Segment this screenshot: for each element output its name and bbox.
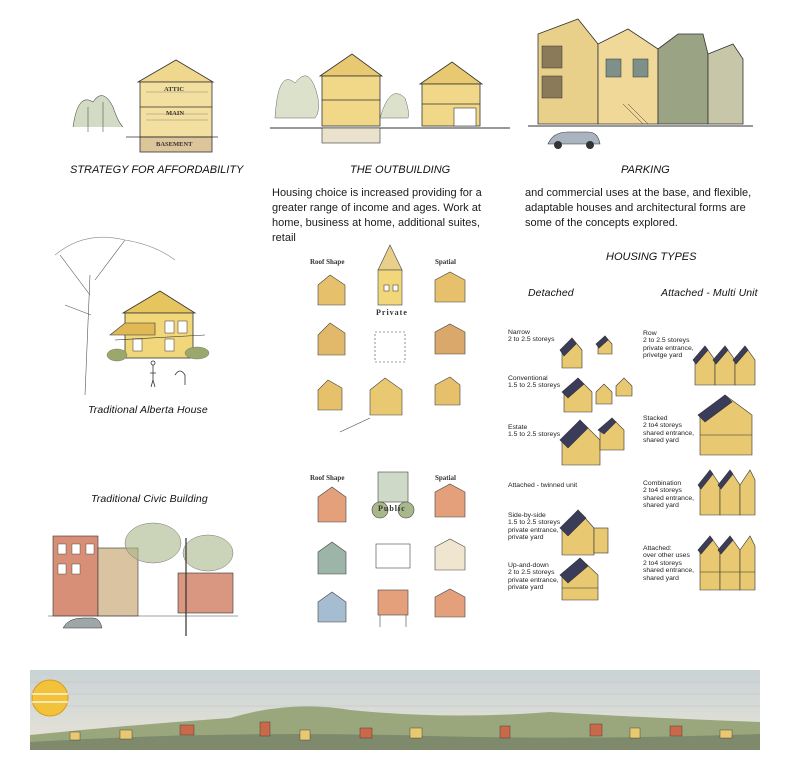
multi-attached: Attached:over other uses 2 to4 storeys s… xyxy=(643,545,695,582)
private-diagram: Roof Shape Spatial Private xyxy=(310,240,485,440)
caption-strategy: STRATEGY FOR AFFORDABILITY xyxy=(70,164,244,176)
public-label: Public xyxy=(378,504,406,513)
outbuilding-sketch xyxy=(270,48,510,158)
caption-outbuilding: THE OUTBUILDING xyxy=(350,164,451,176)
basement-label: BASEMENT xyxy=(156,141,193,148)
caption-alberta-house: Traditional Alberta House xyxy=(88,404,208,416)
alberta-house-sketch xyxy=(54,235,225,396)
twinned-heading: Attached - twinned unit xyxy=(508,482,578,489)
attached-heading: Attached - Multi Unit xyxy=(661,287,758,299)
caption-parking: PARKING xyxy=(621,164,670,176)
parking-sketch xyxy=(528,14,753,154)
housing-types-sketches xyxy=(559,335,756,601)
private-label: Private xyxy=(376,308,408,317)
roof-shape-label-2: Roof Shape xyxy=(310,474,345,482)
detached-heading: Detached xyxy=(528,287,574,299)
main-label: MAIN xyxy=(166,110,185,117)
affordability-sketch: ATTIC MAIN BASEMENT xyxy=(68,52,218,157)
housing-types-title: HOUSING TYPES xyxy=(606,251,697,263)
civic-building-sketch xyxy=(48,518,238,636)
spatial-label-1: Spatial xyxy=(435,258,457,266)
roof-shape-label-1: Roof Shape xyxy=(310,258,345,266)
attic-label: ATTIC xyxy=(164,86,185,93)
panorama-strip xyxy=(30,670,760,750)
public-diagram: Roof Shape Spatial Public xyxy=(310,462,485,632)
intro-text-col1: Housing choice is increased providing fo… xyxy=(272,187,482,244)
caption-civic-building: Traditional Civic Building xyxy=(91,493,208,505)
spatial-label-2: Spatial xyxy=(435,474,457,482)
intro-text-col2: and commercial uses at the base, and fle… xyxy=(525,187,752,229)
